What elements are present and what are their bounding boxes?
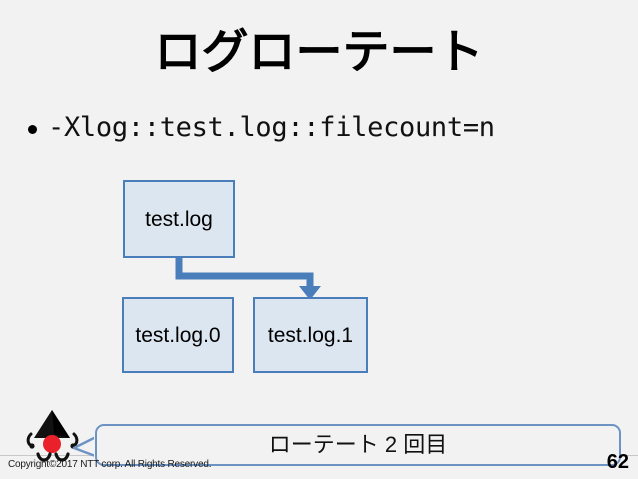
copyright-notice: Copyright©2017 NTT corp. All Rights Rese… [8, 459, 212, 470]
page-number: 62 [606, 451, 629, 473]
diagram-node-test-log-0: test.log.0 [122, 297, 234, 373]
diagram-node-label: test.log [145, 207, 213, 231]
callout-bubble: ローテート 2 回目 [95, 424, 621, 466]
callout-label: ローテート 2 回目 [268, 432, 448, 457]
diagram-node-label: test.log.0 [135, 323, 221, 347]
diagram-node-test-log: test.log [123, 180, 235, 258]
duke-mascot-icon [26, 410, 79, 462]
diagram-node-test-log-1: test.log.1 [253, 297, 368, 373]
bullet-dot-icon [28, 125, 37, 135]
bullet-item-label: -Xlog::test.log::filecount=n [48, 112, 495, 143]
bullet-item: -Xlog::test.log::filecount=n [28, 112, 628, 144]
page-title: ログローテート [154, 25, 484, 78]
diagram-node-label: test.log.1 [267, 323, 354, 347]
